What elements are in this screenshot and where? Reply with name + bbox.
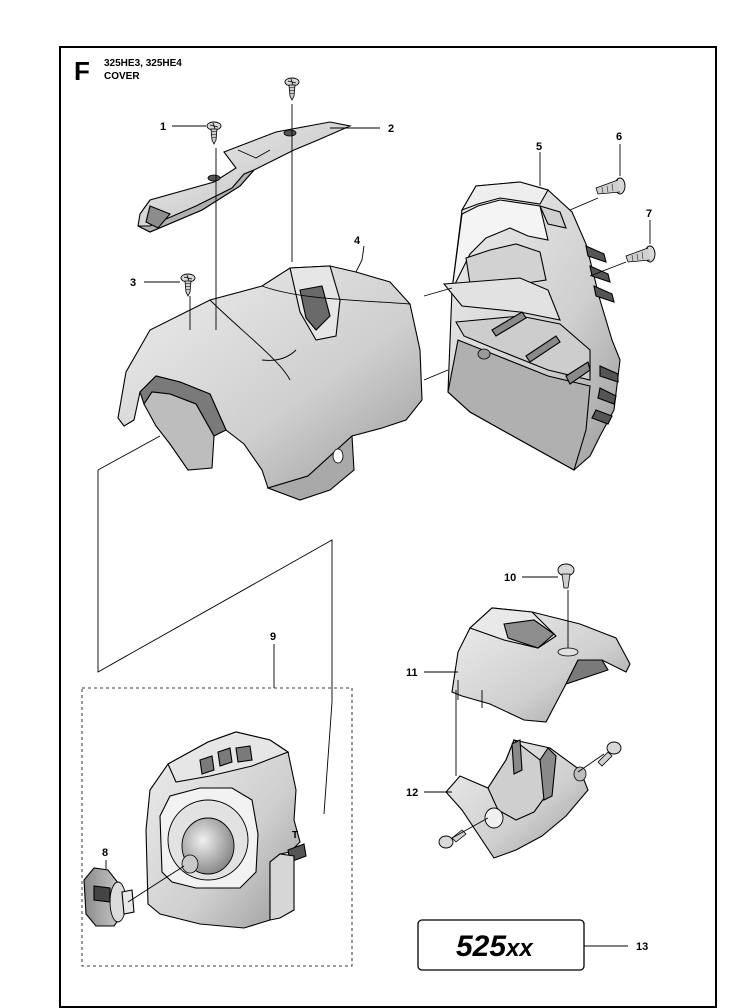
page-frame xyxy=(59,46,717,1008)
callout-6: 6 xyxy=(616,131,622,143)
callout-5: 5 xyxy=(536,141,542,153)
part-8-knob xyxy=(83,867,135,927)
callout-leaders xyxy=(105,125,651,947)
kit-box-part-9 xyxy=(81,687,353,967)
part-2-screw xyxy=(284,77,300,101)
callout-3: 3 xyxy=(130,277,136,289)
callout-9: 9 xyxy=(270,631,276,643)
part-4-main-cover xyxy=(117,265,423,501)
part-13-decal: 525xx xyxy=(417,919,585,971)
callout-7: 7 xyxy=(646,208,652,220)
model-numbers: 325HE3, 325HE4 xyxy=(104,58,182,69)
callout-4: 4 xyxy=(354,235,361,247)
part-10-screw xyxy=(557,563,575,589)
assembly-lines xyxy=(97,104,627,903)
part-12-screw-left xyxy=(438,829,467,849)
section-letter: F xyxy=(74,56,90,86)
callout-11: 11 xyxy=(406,667,418,679)
page-title: COVER xyxy=(104,71,140,82)
callout-10: 10 xyxy=(504,572,516,584)
part-12-screw-right xyxy=(597,741,622,767)
part-3-screw xyxy=(180,273,196,297)
callout-1: 1 xyxy=(160,121,166,133)
svg-text:T: T xyxy=(292,830,298,841)
callout-8: 8 xyxy=(102,847,108,859)
part-5-rear-housing xyxy=(442,181,621,471)
part-2-top-plate xyxy=(137,121,352,233)
part-11-upper-small-cover xyxy=(451,607,631,723)
callout-12: 12 xyxy=(406,787,418,799)
part-1-screw xyxy=(206,121,222,145)
callout-13: 13 xyxy=(636,941,648,953)
part-9-starter-cover: T xyxy=(145,731,307,929)
callout-2: 2 xyxy=(388,123,394,135)
part-6-bolt xyxy=(595,177,626,195)
part-12-lower-small-cover xyxy=(445,739,589,859)
decal-text: 525xx xyxy=(456,930,534,963)
part-7-bolt xyxy=(625,245,656,263)
